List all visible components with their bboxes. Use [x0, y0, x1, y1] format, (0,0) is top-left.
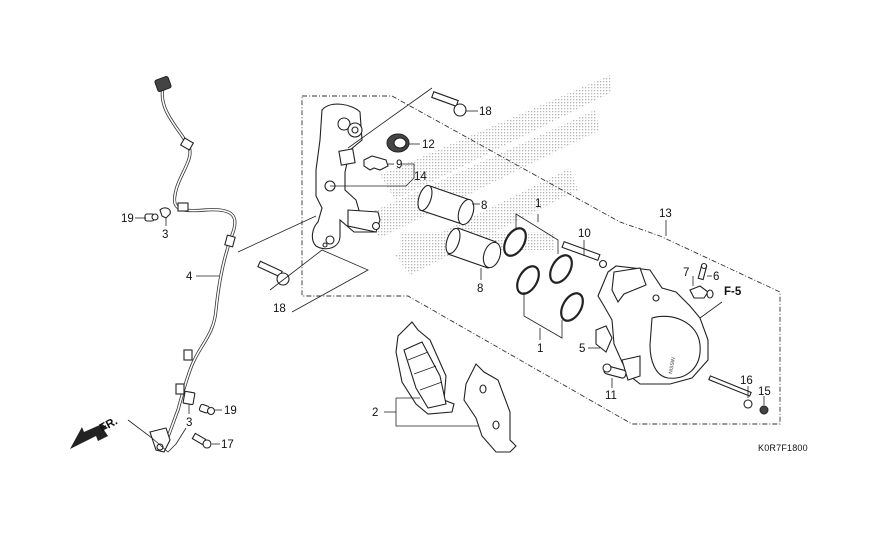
piston-lower[interactable]	[443, 227, 503, 270]
pad-pin-plug[interactable]	[759, 405, 769, 415]
callout-19a: 19	[121, 213, 134, 225]
bolt-19-lower[interactable]	[198, 403, 216, 416]
slide-pin-lower[interactable]	[602, 363, 627, 379]
callout-18b: 18	[273, 303, 286, 315]
pad-pin[interactable]	[708, 375, 753, 409]
front-direction-marker: FR.	[70, 415, 120, 449]
callout-11: 11	[605, 390, 617, 402]
piston-upper[interactable]	[415, 184, 476, 227]
brake-pad-inner[interactable]	[395, 321, 455, 415]
callout-19b: 19	[224, 405, 237, 417]
front-direction-label: FR.	[98, 415, 120, 434]
boot[interactable]	[386, 133, 410, 153]
caliper-bracket[interactable]	[311, 103, 381, 250]
callout-8b: 8	[477, 283, 483, 295]
wheel-speed-sensor[interactable]	[149, 76, 237, 453]
bolt-17[interactable]	[191, 432, 212, 449]
bolt-18-upper[interactable]	[431, 91, 467, 117]
reference-marker[interactable]: F-5	[724, 286, 742, 298]
callout-13: 13	[659, 208, 672, 220]
callout-3a: 3	[162, 229, 168, 241]
callout-2: 2	[372, 407, 378, 419]
callout-1b: 1	[537, 343, 543, 355]
callout-10: 10	[578, 228, 591, 240]
slide-pin-upper[interactable]	[561, 240, 608, 269]
pad-retainer[interactable]	[363, 155, 389, 171]
bleeder-screw[interactable]	[697, 262, 708, 281]
callout-9: 9	[396, 159, 402, 171]
callout-4: 4	[186, 271, 193, 283]
callout-14: 14	[414, 171, 427, 183]
bolt-18-lower[interactable]	[257, 260, 290, 286]
brake-pad-outer[interactable]	[463, 363, 517, 453]
callout-12: 12	[422, 139, 435, 151]
callout-7: 7	[683, 267, 689, 279]
callout-16: 16	[740, 375, 753, 387]
callout-15: 15	[758, 386, 771, 398]
callout-8a: 8	[481, 200, 487, 212]
bleeder-cap[interactable]	[689, 285, 714, 299]
callout-6: 6	[713, 271, 719, 283]
assembly-boundary	[301, 95, 781, 425]
callout-17: 17	[221, 439, 234, 451]
wire-clamp-lower[interactable]	[182, 390, 196, 406]
pad-spring[interactable]	[595, 325, 613, 353]
caliper-body[interactable]: NISSIN	[597, 265, 709, 385]
bolt-19-upper[interactable]	[144, 213, 159, 222]
seal-set[interactable]	[500, 225, 588, 325]
wire-clamp-upper[interactable]	[159, 207, 171, 219]
callout-5: 5	[579, 343, 585, 355]
callout-3b: 3	[186, 417, 192, 429]
callout-18a: 18	[479, 106, 492, 118]
callout-1a: 1	[535, 198, 541, 210]
diagram-code: K0R7F1800	[758, 443, 808, 453]
svg-text:NISSIN: NISSIN	[668, 357, 677, 375]
